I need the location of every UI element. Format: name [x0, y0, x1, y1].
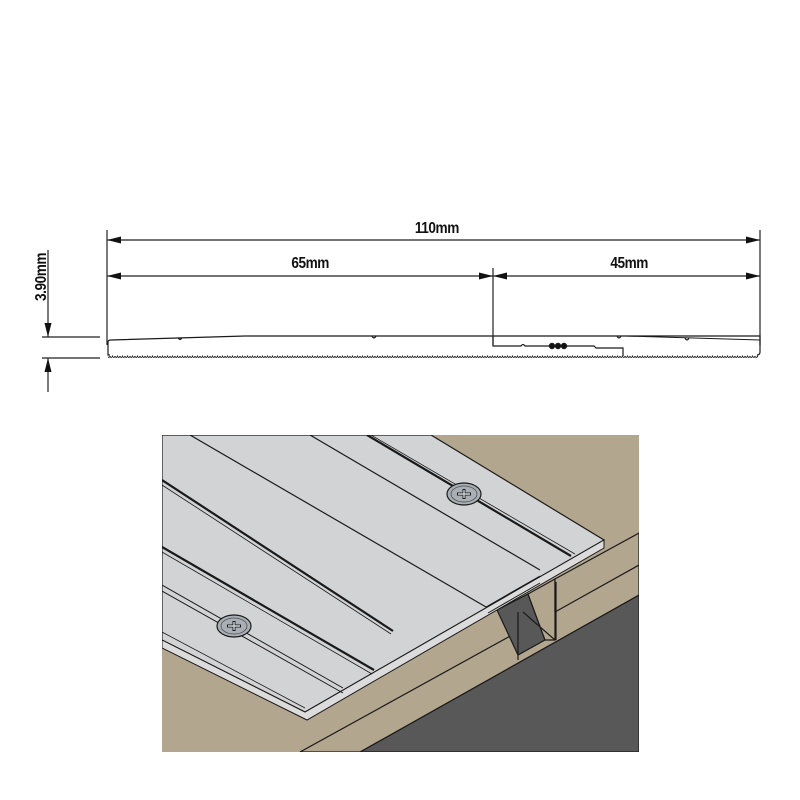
total-width-label: 110mm — [414, 220, 459, 237]
serrated-underside — [108, 352, 758, 358]
right-section-label: 45mm — [610, 255, 648, 272]
screw-icon — [446, 482, 482, 506]
dimension-lines — [42, 230, 761, 392]
isometric-illustration — [162, 435, 639, 752]
screw-icon — [216, 614, 252, 638]
left-section-label: 65mm — [291, 255, 329, 272]
profile-cross-section — [107, 335, 761, 356]
thickness-label: 3.90mm — [33, 252, 50, 302]
